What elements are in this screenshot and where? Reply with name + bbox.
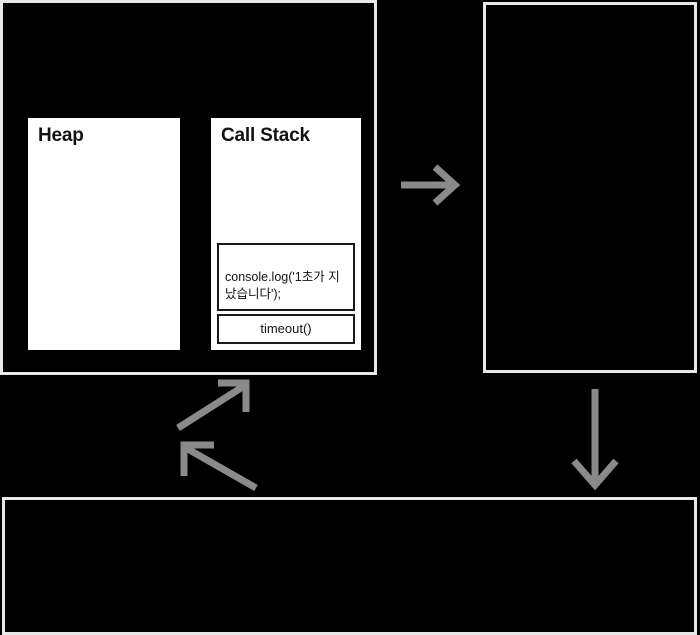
call-stack-frame-timeout[interactable]: timeout() — [217, 314, 355, 344]
call-stack-title: Call Stack — [221, 125, 310, 146]
call-stack-frame-console-log[interactable]: console.log('1초가 지났습니다'); — [217, 243, 355, 311]
web-apis-title — [486, 5, 694, 11]
arrow-down-left-icon — [180, 441, 258, 492]
heap-title: Heap — [38, 125, 84, 146]
callback-queue-panel — [2, 497, 697, 635]
call-stack-frames: console.log('1초가 지났습니다'); timeout() — [217, 243, 355, 344]
call-stack-box: Call Stack console.log('1초가 지났습니다'); tim… — [211, 118, 361, 350]
web-apis-panel — [483, 2, 697, 373]
callback-queue-title — [5, 500, 694, 506]
arrow-right-icon — [401, 164, 461, 206]
js-engine-panel: Heap Call Stack console.log('1초가 지났습니다')… — [0, 0, 377, 375]
arrow-down-icon — [571, 389, 619, 491]
heap-box: Heap — [28, 118, 180, 350]
arrow-up-right-icon — [176, 379, 250, 431]
